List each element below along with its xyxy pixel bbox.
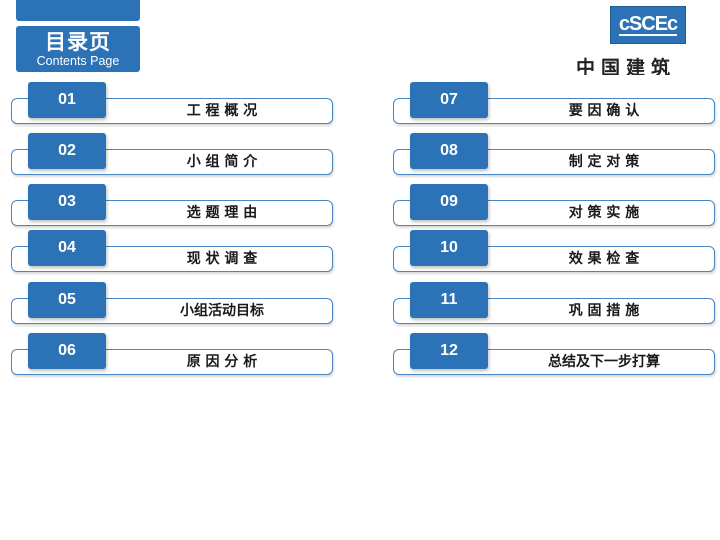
top-accent-bar [16, 0, 140, 21]
toc-item-number: 10 [410, 230, 488, 266]
toc-item-12[interactable]: 总结及下一步打算 12 [393, 333, 715, 375]
toc-item-number: 05 [28, 282, 106, 318]
toc-item-07[interactable]: 要 因 确 认 07 [393, 82, 715, 124]
page-title-box: 目录页 Contents Page [16, 26, 140, 72]
toc-item-11[interactable]: 巩 固 措 施 11 [393, 282, 715, 324]
toc-item-label: 选 题 理 由 [186, 205, 258, 221]
page-title: 目录页 [45, 30, 111, 54]
toc-item-number: 06 [28, 333, 106, 369]
toc-item-09[interactable]: 对 策 实 施 09 [393, 184, 715, 226]
toc-item-number: 09 [410, 184, 488, 220]
toc-item-number: 02 [28, 133, 106, 169]
toc-item-label: 现 状 调 查 [186, 251, 258, 267]
toc-item-number: 12 [410, 333, 488, 369]
company-name: 中国建筑 [576, 57, 677, 75]
toc-item-number: 11 [410, 282, 488, 318]
toc-item-08[interactable]: 制 定 对 策 08 [393, 133, 715, 175]
toc-item-number: 01 [28, 82, 106, 118]
toc-item-label: 原 因 分 析 [186, 354, 258, 370]
toc-item-03[interactable]: 选 题 理 由 03 [11, 184, 333, 226]
logo-text: cSCEc [618, 13, 678, 36]
page-subtitle: Contents Page [36, 54, 120, 68]
toc-item-number: 08 [410, 133, 488, 169]
toc-item-04[interactable]: 现 状 调 查 04 [11, 230, 333, 272]
toc-item-number: 07 [410, 82, 488, 118]
toc-item-number: 03 [28, 184, 106, 220]
toc-item-label: 效 果 检 查 [568, 251, 640, 267]
toc-item-10[interactable]: 效 果 检 查 10 [393, 230, 715, 272]
cscec-logo: cSCEc [610, 6, 686, 44]
toc-item-label: 小 组 简 介 [186, 154, 258, 170]
toc-item-label: 工 程 概 况 [186, 103, 258, 119]
toc-item-label: 对 策 实 施 [568, 205, 640, 221]
toc-item-06[interactable]: 原 因 分 析 06 [11, 333, 333, 375]
toc-item-05[interactable]: 小组活动目标 05 [11, 282, 333, 324]
toc-item-number: 04 [28, 230, 106, 266]
toc-item-label: 要 因 确 认 [568, 103, 640, 119]
toc-item-01[interactable]: 工 程 概 况 01 [11, 82, 333, 124]
toc-item-label: 制 定 对 策 [568, 154, 640, 170]
toc-item-label: 总结及下一步打算 [548, 354, 660, 370]
toc-item-02[interactable]: 小 组 简 介 02 [11, 133, 333, 175]
toc-item-label: 巩 固 措 施 [568, 303, 640, 319]
toc-item-label: 小组活动目标 [180, 303, 264, 319]
